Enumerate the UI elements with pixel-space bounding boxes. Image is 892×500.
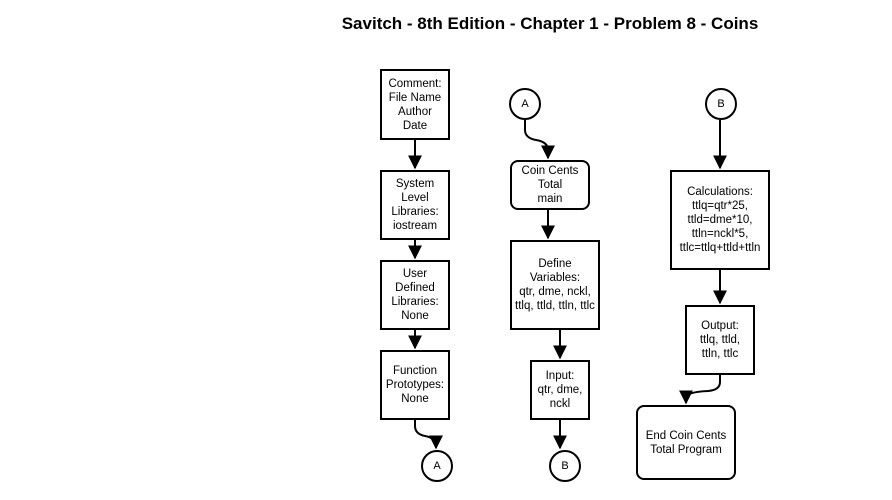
calculations-line: ttlq=qtr*25, — [692, 200, 748, 212]
end-terminal: End Coin Cents Total Program — [636, 405, 736, 480]
calculations-line: ttlc=ttlq+ttld+ttln — [679, 242, 761, 254]
define-variables-line: qtr, dme, nckl, — [519, 286, 591, 298]
system-libraries-line: System — [395, 178, 435, 190]
prototypes-line: Function — [392, 365, 438, 377]
main-line: main — [537, 193, 563, 205]
output-line: Output: — [701, 320, 739, 332]
calculations-line: ttld=dme*10, — [687, 214, 753, 226]
end-line: End Coin Cents — [645, 429, 727, 442]
diagram-title: Savitch - 8th Edition - Chapter 1 - Prob… — [341, 14, 759, 33]
function-prototypes-box: Function Prototypes: None — [380, 350, 450, 420]
system-libraries-line: Libraries: — [391, 206, 439, 218]
comment-line: Author — [398, 105, 432, 118]
input-box: Input: qtr, dme, nckl — [530, 360, 590, 420]
user-libraries-line: Libraries: — [391, 296, 439, 308]
define-variables-line: ttlq, ttld, ttln, ttlc — [515, 300, 595, 312]
calculations-line: ttln=nckl*5, — [691, 228, 749, 240]
comment-line: Comment: — [388, 77, 442, 90]
connector-b-in: B — [705, 88, 737, 120]
system-libraries-line: iostream — [392, 220, 438, 232]
user-libraries-line: None — [401, 310, 429, 322]
arrow-a-to-main — [524, 120, 555, 160]
main-line: Total — [537, 179, 563, 191]
comment-box: Comment: File Name Author Date — [380, 69, 450, 140]
input-line: nckl — [549, 398, 571, 410]
calculations-line: Calculations: — [687, 186, 753, 198]
input-line: qtr, dme, — [537, 384, 583, 396]
comment-line: File Name — [388, 91, 442, 104]
connector-a-out: A — [421, 450, 453, 482]
system-libraries-box: System Level Libraries: iostream — [380, 170, 450, 240]
user-libraries-box: User Defined Libraries: None — [380, 260, 450, 330]
output-line: ttlq, ttld, — [699, 334, 741, 346]
system-libraries-line: Level — [401, 192, 429, 204]
prototypes-line: Prototypes: — [385, 379, 445, 391]
connector-b-out: B — [549, 450, 581, 482]
user-libraries-line: Defined — [395, 282, 435, 294]
arrow-output-to-end — [679, 375, 721, 405]
input-line: Input: — [545, 370, 575, 382]
connector-a-in: A — [509, 88, 541, 120]
main-terminal: Coin Cents Total main — [510, 160, 590, 210]
main-line: Coin Cents — [521, 165, 579, 177]
comment-line: Date — [402, 119, 428, 132]
define-variables-line: Define — [538, 258, 572, 270]
arrow-prototypes-to-a — [414, 420, 443, 450]
user-libraries-line: User — [402, 268, 428, 280]
calculations-box: Calculations: ttlq=qtr*25, ttld=dme*10, … — [670, 170, 770, 270]
define-variables-box: Define Variables: qtr, dme, nckl, ttlq, … — [510, 240, 600, 330]
output-line: ttln, ttlc — [701, 348, 739, 360]
prototypes-line: None — [401, 393, 429, 405]
end-line: Total Program — [650, 443, 722, 456]
output-box: Output: ttlq, ttld, ttln, ttlc — [685, 305, 755, 375]
define-variables-line: Variables: — [529, 272, 581, 284]
